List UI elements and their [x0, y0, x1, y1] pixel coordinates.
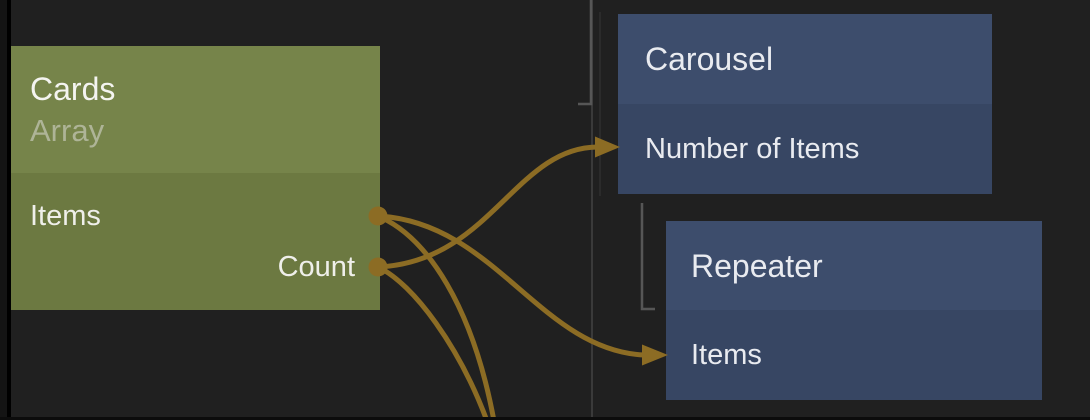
wires-group	[376, 144, 645, 420]
node-repeater-title: Repeater	[691, 247, 823, 284]
arrowhead-carousel-number-of-items	[595, 136, 620, 158]
node-repeater-header[interactable]: Repeater	[666, 221, 1042, 310]
input-label-repeater-items: Items	[691, 339, 762, 371]
node-carousel-header[interactable]: Carousel	[618, 14, 992, 104]
node-carousel-title: Carousel	[645, 41, 774, 77]
node-cards-body: Items Count	[11, 173, 380, 310]
left-edge-border	[7, 0, 11, 420]
node-repeater-body: Items	[666, 310, 1042, 400]
wire-count-to-carousel[interactable]	[377, 144, 598, 270]
wire-items-to-repeater[interactable]	[377, 213, 645, 358]
wire-items-offscreen-bottom[interactable]	[377, 213, 497, 420]
output-label-items: Items	[30, 200, 101, 232]
repeater-tree-connector	[640, 203, 655, 311]
carousel-tree-connector	[578, 0, 593, 106]
wire-count-offscreen-bottom[interactable]	[376, 264, 490, 420]
input-label-number-of-items: Number of Items	[645, 133, 860, 165]
node-carousel-body: Number of Items	[618, 104, 992, 194]
arrowhead-repeater-items	[642, 344, 668, 366]
left-edge-strip	[0, 0, 7, 420]
node-carousel[interactable]: Carousel Number of Items	[618, 14, 992, 194]
node-cards-header[interactable]: Cards Array	[11, 46, 380, 173]
node-repeater[interactable]: Repeater Items	[666, 221, 1042, 400]
node-cards-title: Cards	[30, 70, 116, 107]
node-cards-subtitle: Array	[30, 112, 105, 148]
node-cards[interactable]: Cards Array Items Count	[11, 46, 380, 310]
output-label-count: Count	[277, 251, 355, 283]
bottom-edge-border	[0, 417, 1090, 420]
